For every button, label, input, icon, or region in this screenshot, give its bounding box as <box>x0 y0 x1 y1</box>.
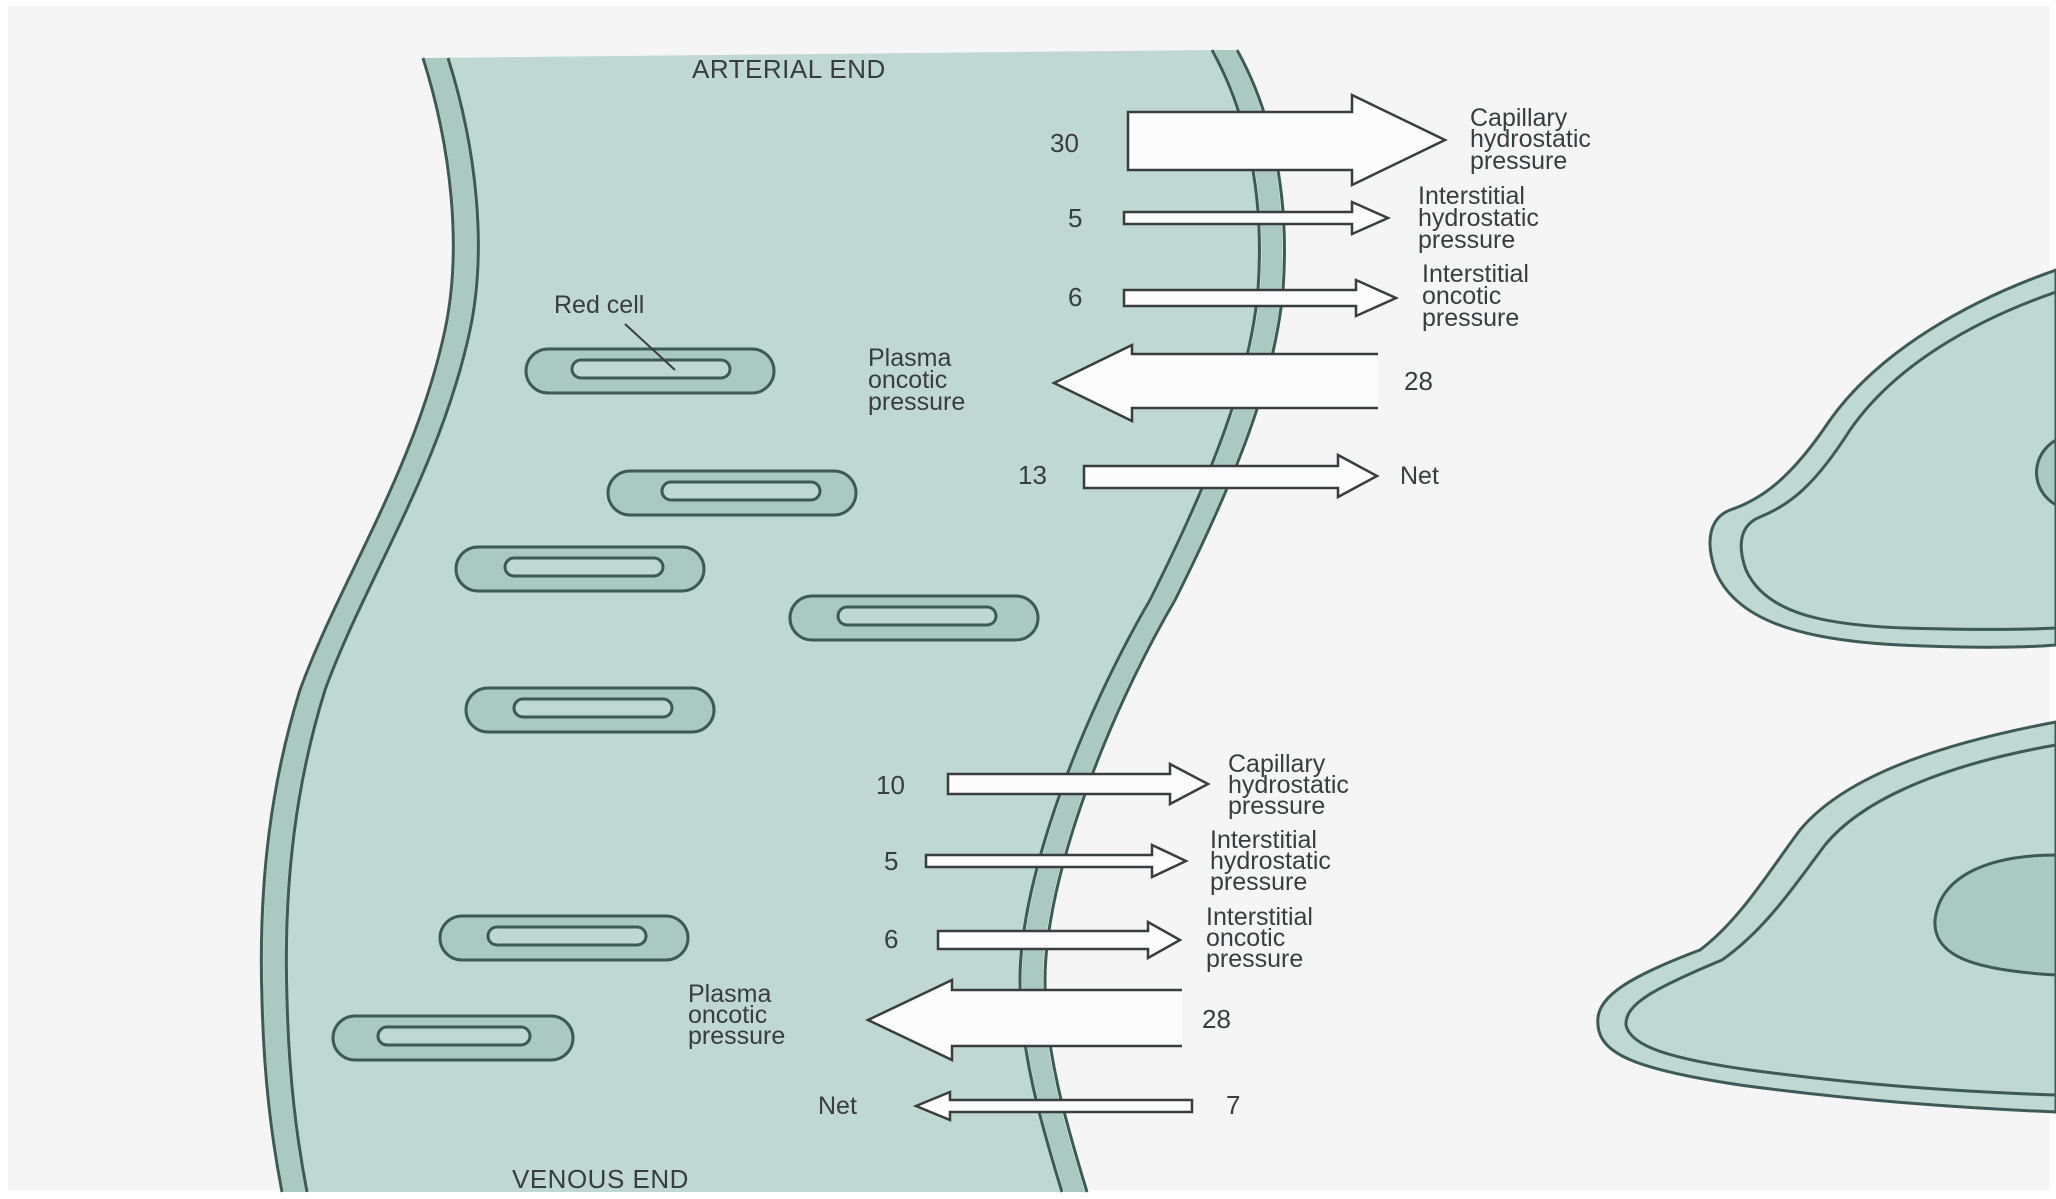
value-venous-interstitial-hydrostatic: 5 <box>884 846 898 876</box>
red-cell <box>466 688 714 732</box>
value-arterial-interstitial-hydrostatic: 5 <box>1068 203 1082 233</box>
svg-text:pressure: pressure <box>1470 147 1567 175</box>
venous-end-label: VENOUS END <box>512 1164 689 1194</box>
svg-text:pressure: pressure <box>1228 792 1325 820</box>
svg-text:pressure: pressure <box>1422 304 1519 332</box>
label-arterial-net: Net <box>1400 462 1439 490</box>
red-cell <box>440 916 688 960</box>
label-venous-net: Net <box>818 1092 857 1120</box>
red-cell <box>456 547 704 591</box>
value-venous-plasma-oncotic: 28 <box>1202 1004 1231 1034</box>
red-cell <box>608 471 856 515</box>
arterial-end-label: ARTERIAL END <box>692 54 886 84</box>
red-cell <box>526 349 774 393</box>
value-arterial-capillary-hydrostatic: 30 <box>1050 128 1079 158</box>
value-venous-interstitial-oncotic: 6 <box>884 924 898 954</box>
value-venous-net: 7 <box>1226 1090 1240 1120</box>
svg-text:pressure: pressure <box>1418 226 1515 254</box>
value-arterial-net: 13 <box>1018 460 1047 490</box>
red-cell <box>333 1016 573 1060</box>
svg-text:pressure: pressure <box>868 388 965 416</box>
svg-text:pressure: pressure <box>688 1022 785 1050</box>
value-arterial-plasma-oncotic: 28 <box>1404 366 1433 396</box>
svg-text:pressure: pressure <box>1210 868 1307 896</box>
red-cell <box>790 596 1038 640</box>
value-venous-capillary-hydrostatic: 10 <box>876 770 905 800</box>
svg-text:pressure: pressure <box>1206 945 1303 973</box>
red-cell-label: Red cell <box>554 291 644 319</box>
value-arterial-interstitial-oncotic: 6 <box>1068 282 1082 312</box>
